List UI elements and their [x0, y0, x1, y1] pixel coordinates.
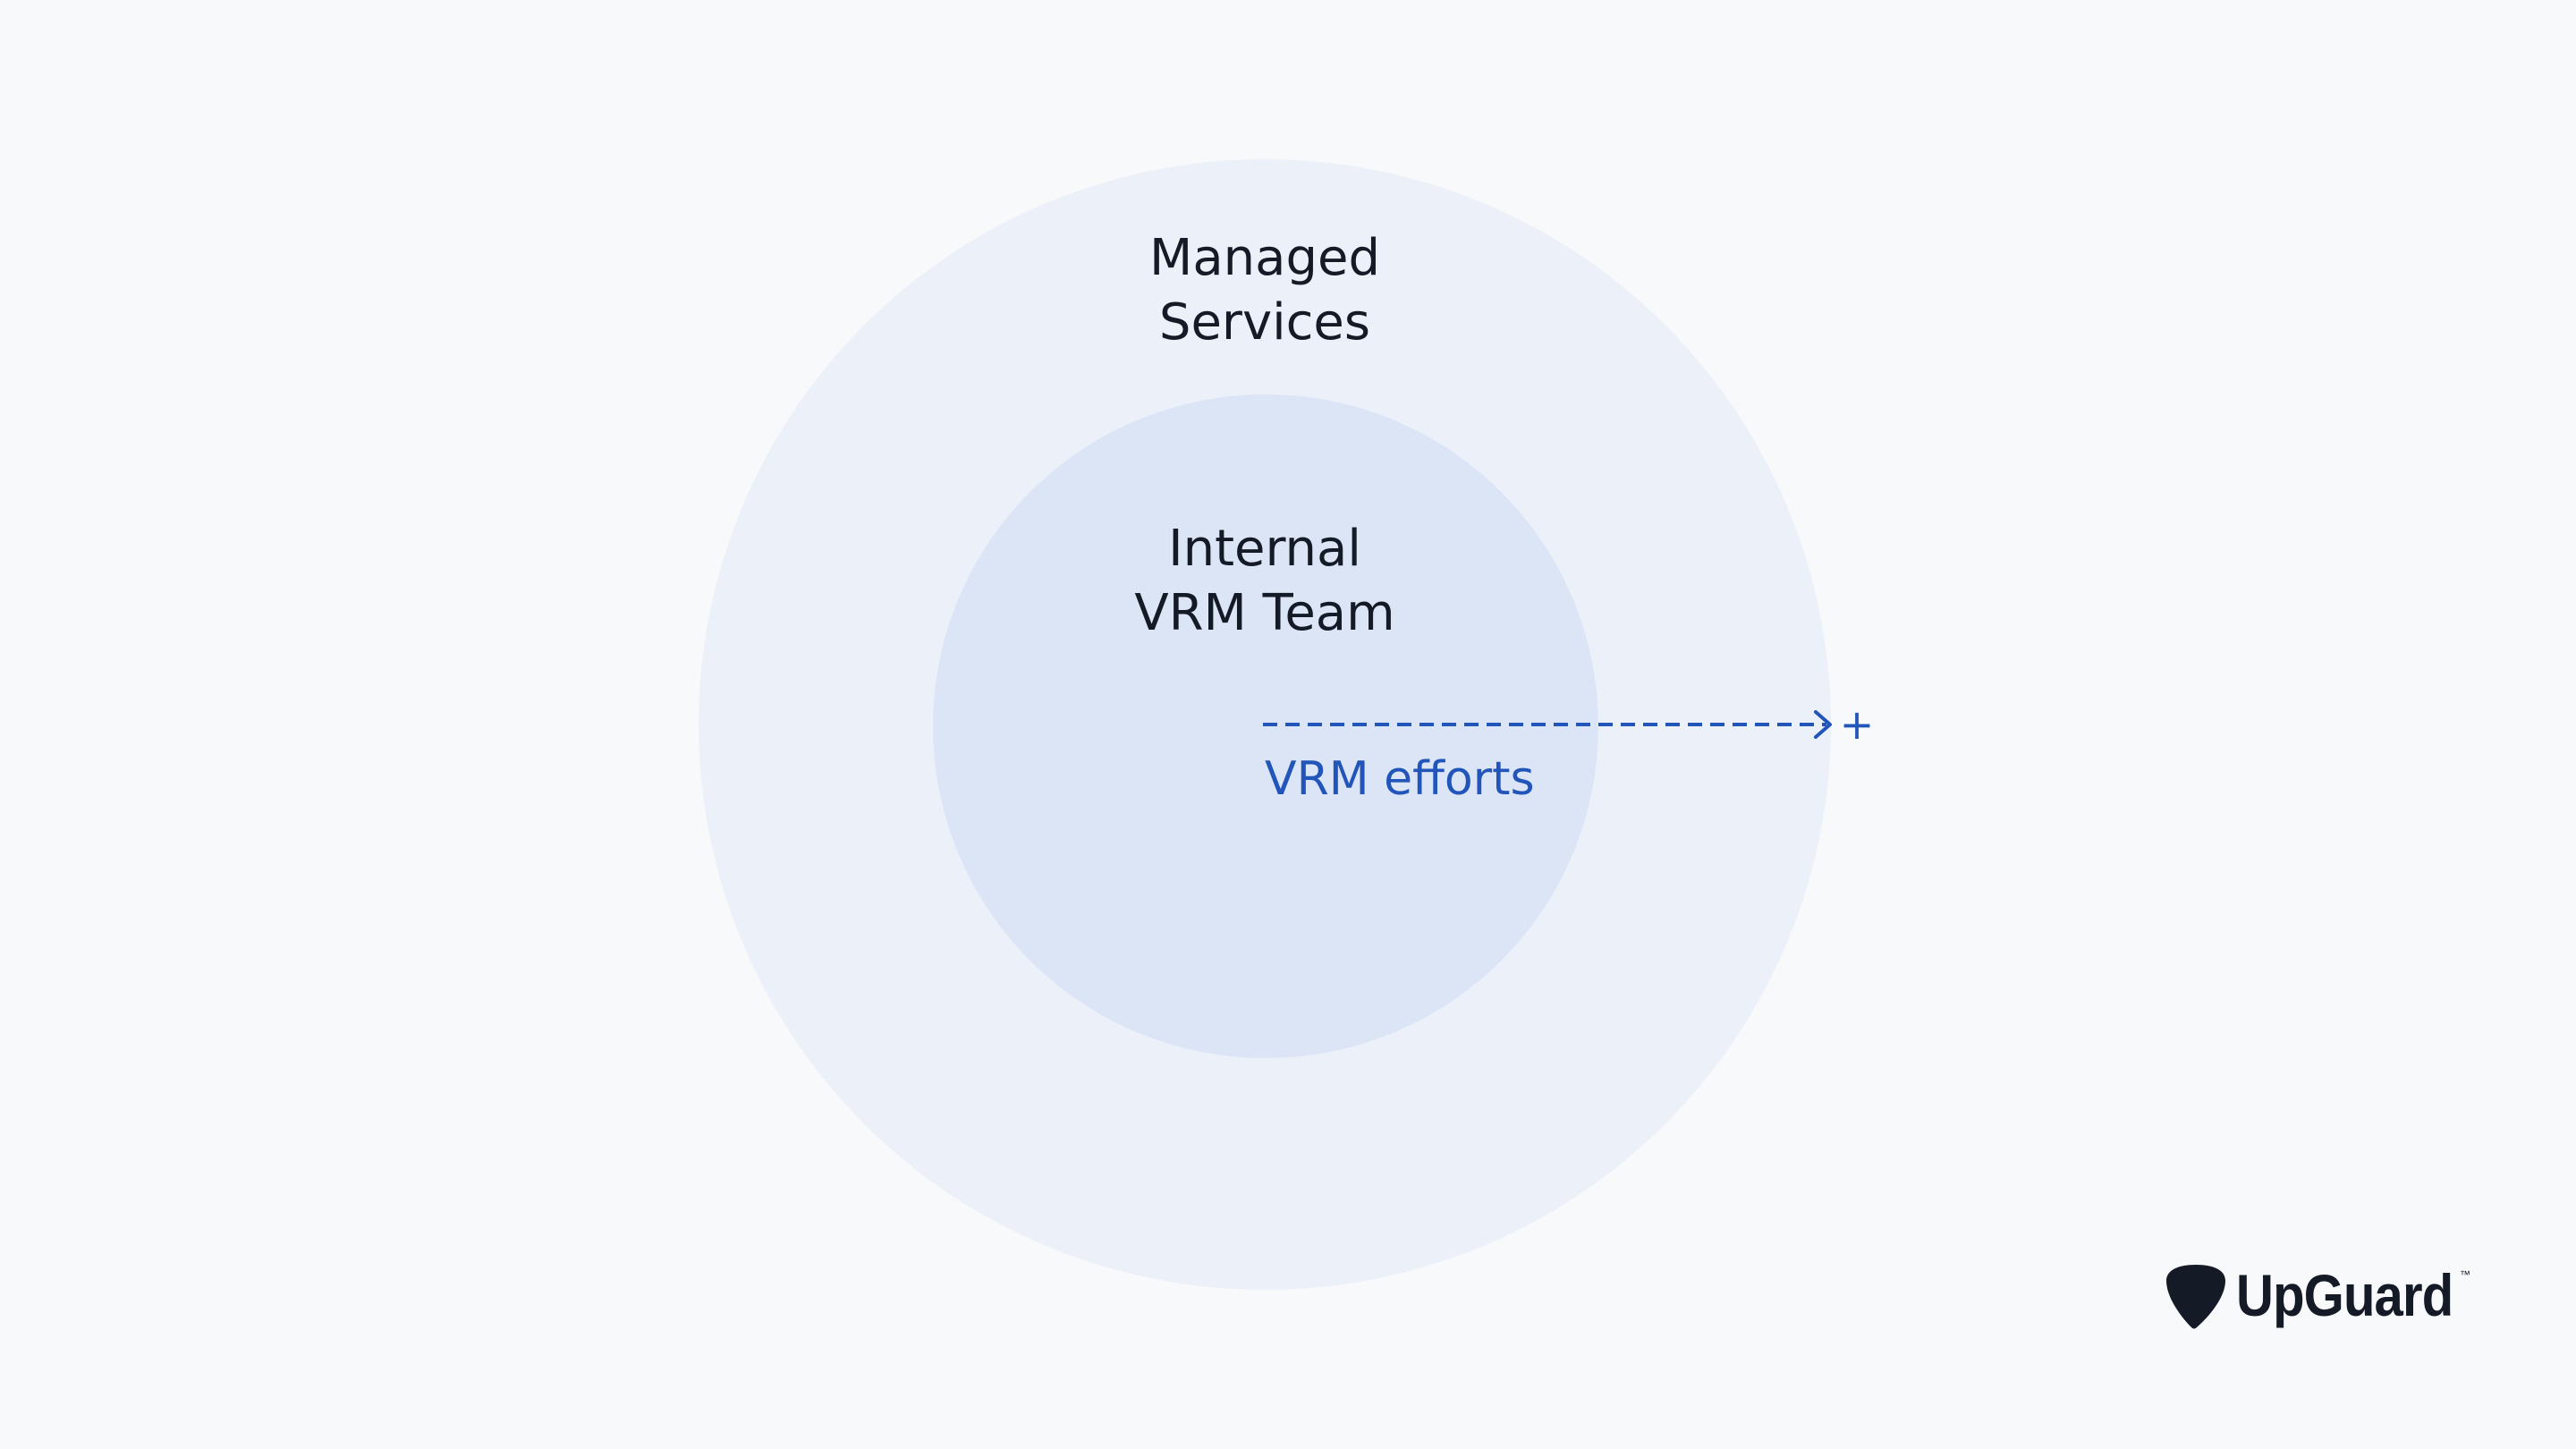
vrm-efforts-label: VRM efforts	[1265, 752, 1535, 806]
plus-icon: +	[1840, 700, 1875, 749]
internal-vrm-team-label: Internal VRM Team	[996, 517, 1533, 646]
internal-vrm-team-label-line-2: VRM Team	[1134, 584, 1395, 642]
arrow-head-icon	[1814, 710, 1832, 739]
guitar-pick-logo-icon	[2166, 1265, 2225, 1329]
internal-vrm-team-label-line-1: Internal	[1168, 520, 1361, 578]
managed-services-label-line-1: Managed	[1149, 229, 1380, 287]
upguard-logo: UpGuard ™	[2165, 1259, 2482, 1331]
brand-name: UpGuard	[2236, 1262, 2453, 1328]
trademark-mark: ™	[2460, 1268, 2470, 1281]
managed-services-label: Managed Services	[996, 226, 1533, 355]
managed-services-label-line-2: Services	[1158, 293, 1371, 352]
vrm-efforts-arrow: +	[1263, 700, 1875, 749]
